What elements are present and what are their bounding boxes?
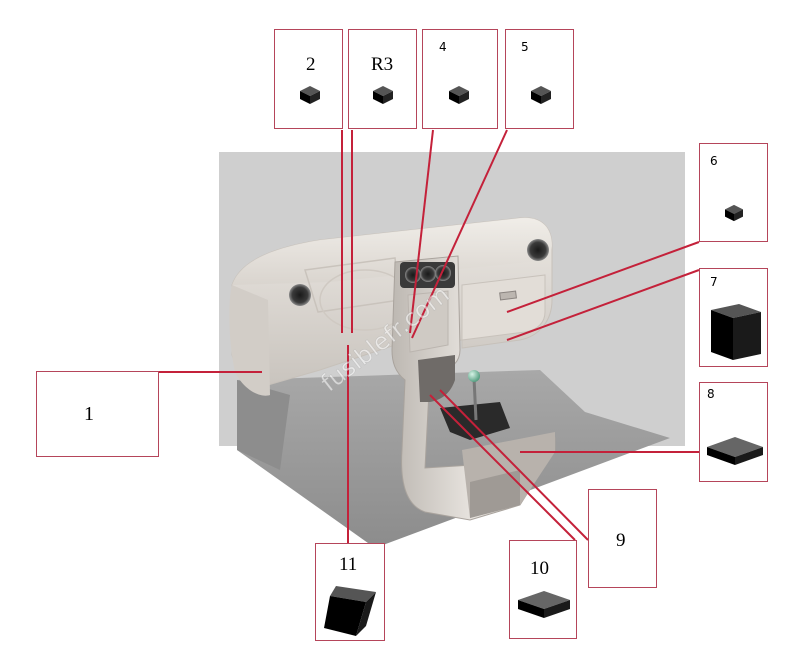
relay-block-icon — [707, 302, 765, 362]
fuse-box-icon — [530, 85, 552, 105]
callout-4: 4 — [422, 29, 498, 129]
callout-label: 4 — [439, 40, 447, 54]
callout-label: 6 — [710, 154, 718, 168]
fuse-box-icon — [448, 85, 470, 105]
right-vent-icon — [527, 239, 549, 261]
callout-6: 6 — [699, 143, 768, 242]
callout-label: 8 — [707, 387, 715, 401]
callout-label: 9 — [616, 530, 626, 552]
fuse-box-icon — [724, 204, 744, 222]
callout-label: 5 — [521, 40, 529, 54]
callout-5: 5 — [505, 29, 574, 129]
fuse-tray-icon — [705, 433, 765, 467]
callout-8: 8 — [699, 382, 768, 482]
vent-icon — [435, 265, 451, 281]
callout-label: 11 — [339, 554, 357, 576]
callout-label: 2 — [306, 54, 316, 76]
left-vent-icon — [289, 284, 311, 306]
callout-label: 10 — [530, 558, 549, 580]
callout-7: 7 — [699, 268, 768, 367]
callout-label: R3 — [371, 54, 393, 76]
fuse-box-icon — [372, 85, 394, 105]
callout-3: R3 — [348, 29, 417, 129]
vent-icon — [405, 267, 421, 283]
callout-2: 2 — [274, 29, 343, 129]
callout-label: 1 — [84, 403, 94, 426]
callout-9: 9 — [588, 489, 657, 588]
relay-block-icon — [322, 582, 380, 638]
glovebox-handle — [500, 291, 517, 300]
callout-11: 11 — [315, 543, 385, 641]
callout-1: 1 — [36, 371, 159, 457]
gear-stick — [474, 378, 476, 420]
vent-icon — [420, 266, 436, 282]
fuse-box-icon — [299, 85, 321, 105]
callout-label: 7 — [710, 275, 718, 289]
gear-knob-icon — [468, 370, 480, 382]
fuse-tray-icon — [516, 588, 572, 620]
callout-10: 10 — [509, 540, 577, 639]
